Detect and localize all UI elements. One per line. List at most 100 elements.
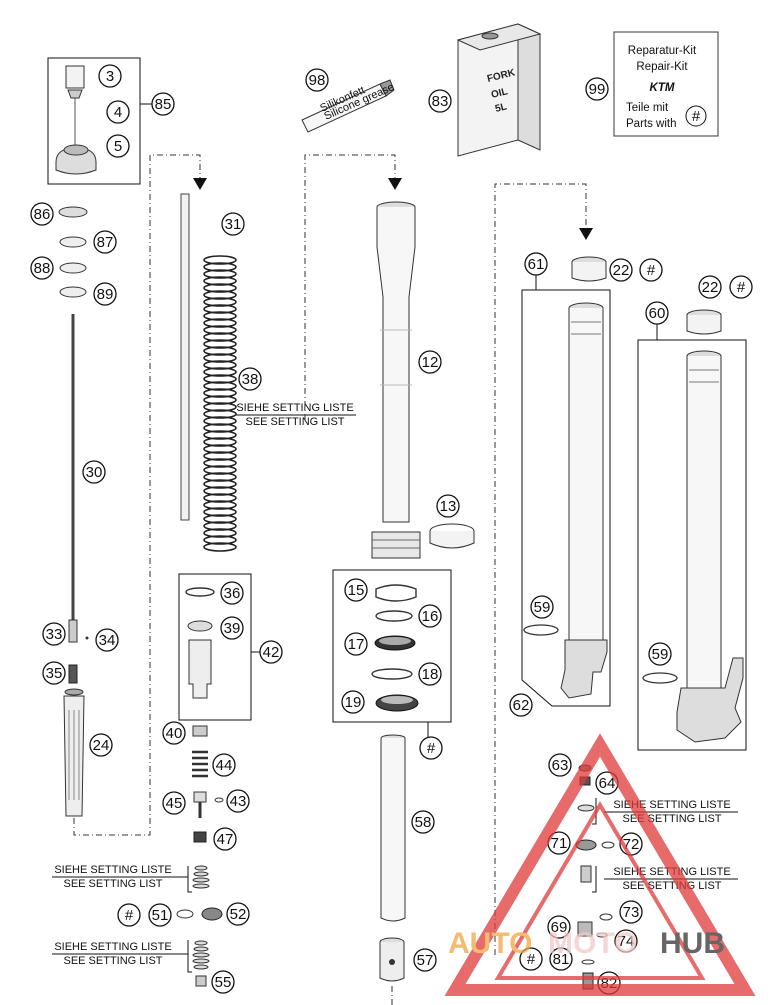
setting-note-de-1: SIEHE SETTING LISTE [236,402,353,414]
part-marker-19: 19 [341,690,365,714]
svg-text:35: 35 [46,665,63,682]
spring-coil [203,374,237,384]
setting-note-de-2: SIEHE SETTING LISTE [54,864,171,876]
svg-text:43: 43 [230,793,247,810]
part-marker-24: 24 [89,733,113,757]
svg-text:38: 38 [242,371,259,388]
part-marker-71: 71 [547,831,571,855]
spring-coil [203,325,237,335]
svg-text:33: 33 [46,626,63,643]
spring-coil [203,542,237,552]
inner-tube-right [676,350,744,743]
svg-text:74: 74 [618,933,635,950]
part-marker-45: 45 [162,791,186,815]
part-marker-87: 87 [93,230,117,254]
part-marker-15: 15 [344,578,368,602]
spring-coil [203,283,237,293]
hash-marker-seals: # [419,736,443,760]
spring-coil [203,367,237,377]
part-marker-38: 38 [238,367,262,391]
shim-stack-2 [192,940,210,970]
inner-tube-left [560,302,608,699]
part-marker-98: 98 [305,68,329,92]
spring-coil [203,430,237,440]
svg-text:19: 19 [345,694,362,711]
spring-coil [203,507,237,517]
svg-text:40: 40 [166,725,183,742]
part-marker-13: 13 [436,494,460,518]
svg-text:71: 71 [551,835,568,852]
part-marker-43: 43 [226,789,250,813]
spring-coil [203,528,237,538]
svg-text:36: 36 [224,585,241,602]
part-marker-59-b: 59 [648,642,672,666]
part-marker-5: 5 [106,134,130,158]
svg-text:52: 52 [230,906,247,923]
spring-coil [203,304,237,314]
setting-note-en-2: SEE SETTING LIST [63,878,162,890]
part-marker-42: 42 [259,640,283,664]
spring-coil [203,255,237,265]
part-marker-69: 69 [547,915,571,939]
svg-text:99: 99 [589,81,606,98]
spring-coil [203,290,237,300]
washer-stack [58,206,88,298]
part-marker-36: 36 [220,581,244,605]
setting-note-de-3: SIEHE SETTING LISTE [54,941,171,953]
part-marker-88: 88 [30,256,54,280]
hash-marker-22-b: # [729,275,753,299]
svg-text:88: 88 [34,260,51,277]
svg-text:4: 4 [114,104,122,121]
spring-coil [203,276,237,286]
svg-text:83: 83 [432,93,449,110]
part-marker-34: 34 [95,628,119,652]
part-marker-62: 62 [509,693,533,717]
part-marker-61: 61 [524,252,548,276]
inner-cartridge-tube [380,734,406,922]
part-marker-51: 51 [148,903,172,927]
svg-text:44: 44 [216,757,233,774]
svg-text:24: 24 [93,737,110,754]
spring-coil [203,402,237,412]
slide-bushing-1 [571,256,607,282]
part-marker-55: 55 [211,970,235,994]
svg-text:17: 17 [348,636,365,653]
part-marker-99: 99 [585,77,609,101]
svg-text:22: 22 [702,279,719,296]
part-marker-16: 16 [418,604,442,628]
svg-text:59: 59 [534,599,551,616]
svg-text:51: 51 [152,907,169,924]
svg-text:42: 42 [263,644,280,661]
svg-text:5L: 5L [494,101,508,114]
spring-coil [203,416,237,426]
svg-text:Reparatur-Kit: Reparatur-Kit [628,45,697,57]
spring-coil [203,269,237,279]
svg-text:OIL: OIL [490,86,509,101]
spring-coil [203,514,237,524]
svg-text:85: 85 [155,96,172,113]
svg-text:#: # [125,907,134,924]
svg-text:63: 63 [552,757,569,774]
spring-coil [203,423,237,433]
svg-text:Parts with: Parts with [626,118,677,130]
svg-text:18: 18 [422,666,439,683]
spring-coil [203,318,237,328]
part-marker-3: 3 [98,64,122,88]
part-marker-22-b: 22 [698,275,722,299]
part-marker-33: 33 [42,622,66,646]
svg-text:#: # [527,951,536,968]
svg-text:#: # [647,262,656,279]
spring-coil [203,465,237,475]
part-marker-22-a: 22 [609,258,633,282]
spring-coil [203,388,237,398]
spring-coil [203,486,237,496]
outer-tube [371,201,421,559]
part-marker-44: 44 [212,753,236,777]
spring-coil [203,409,237,419]
cartridge-bottom-cap [379,937,405,982]
svg-text:59: 59 [652,646,669,663]
part-marker-60: 60 [645,301,669,325]
svg-text:30: 30 [86,464,103,481]
hash-marker-51: # [117,903,141,927]
svg-text:Repair-Kit: Repair-Kit [636,61,688,73]
